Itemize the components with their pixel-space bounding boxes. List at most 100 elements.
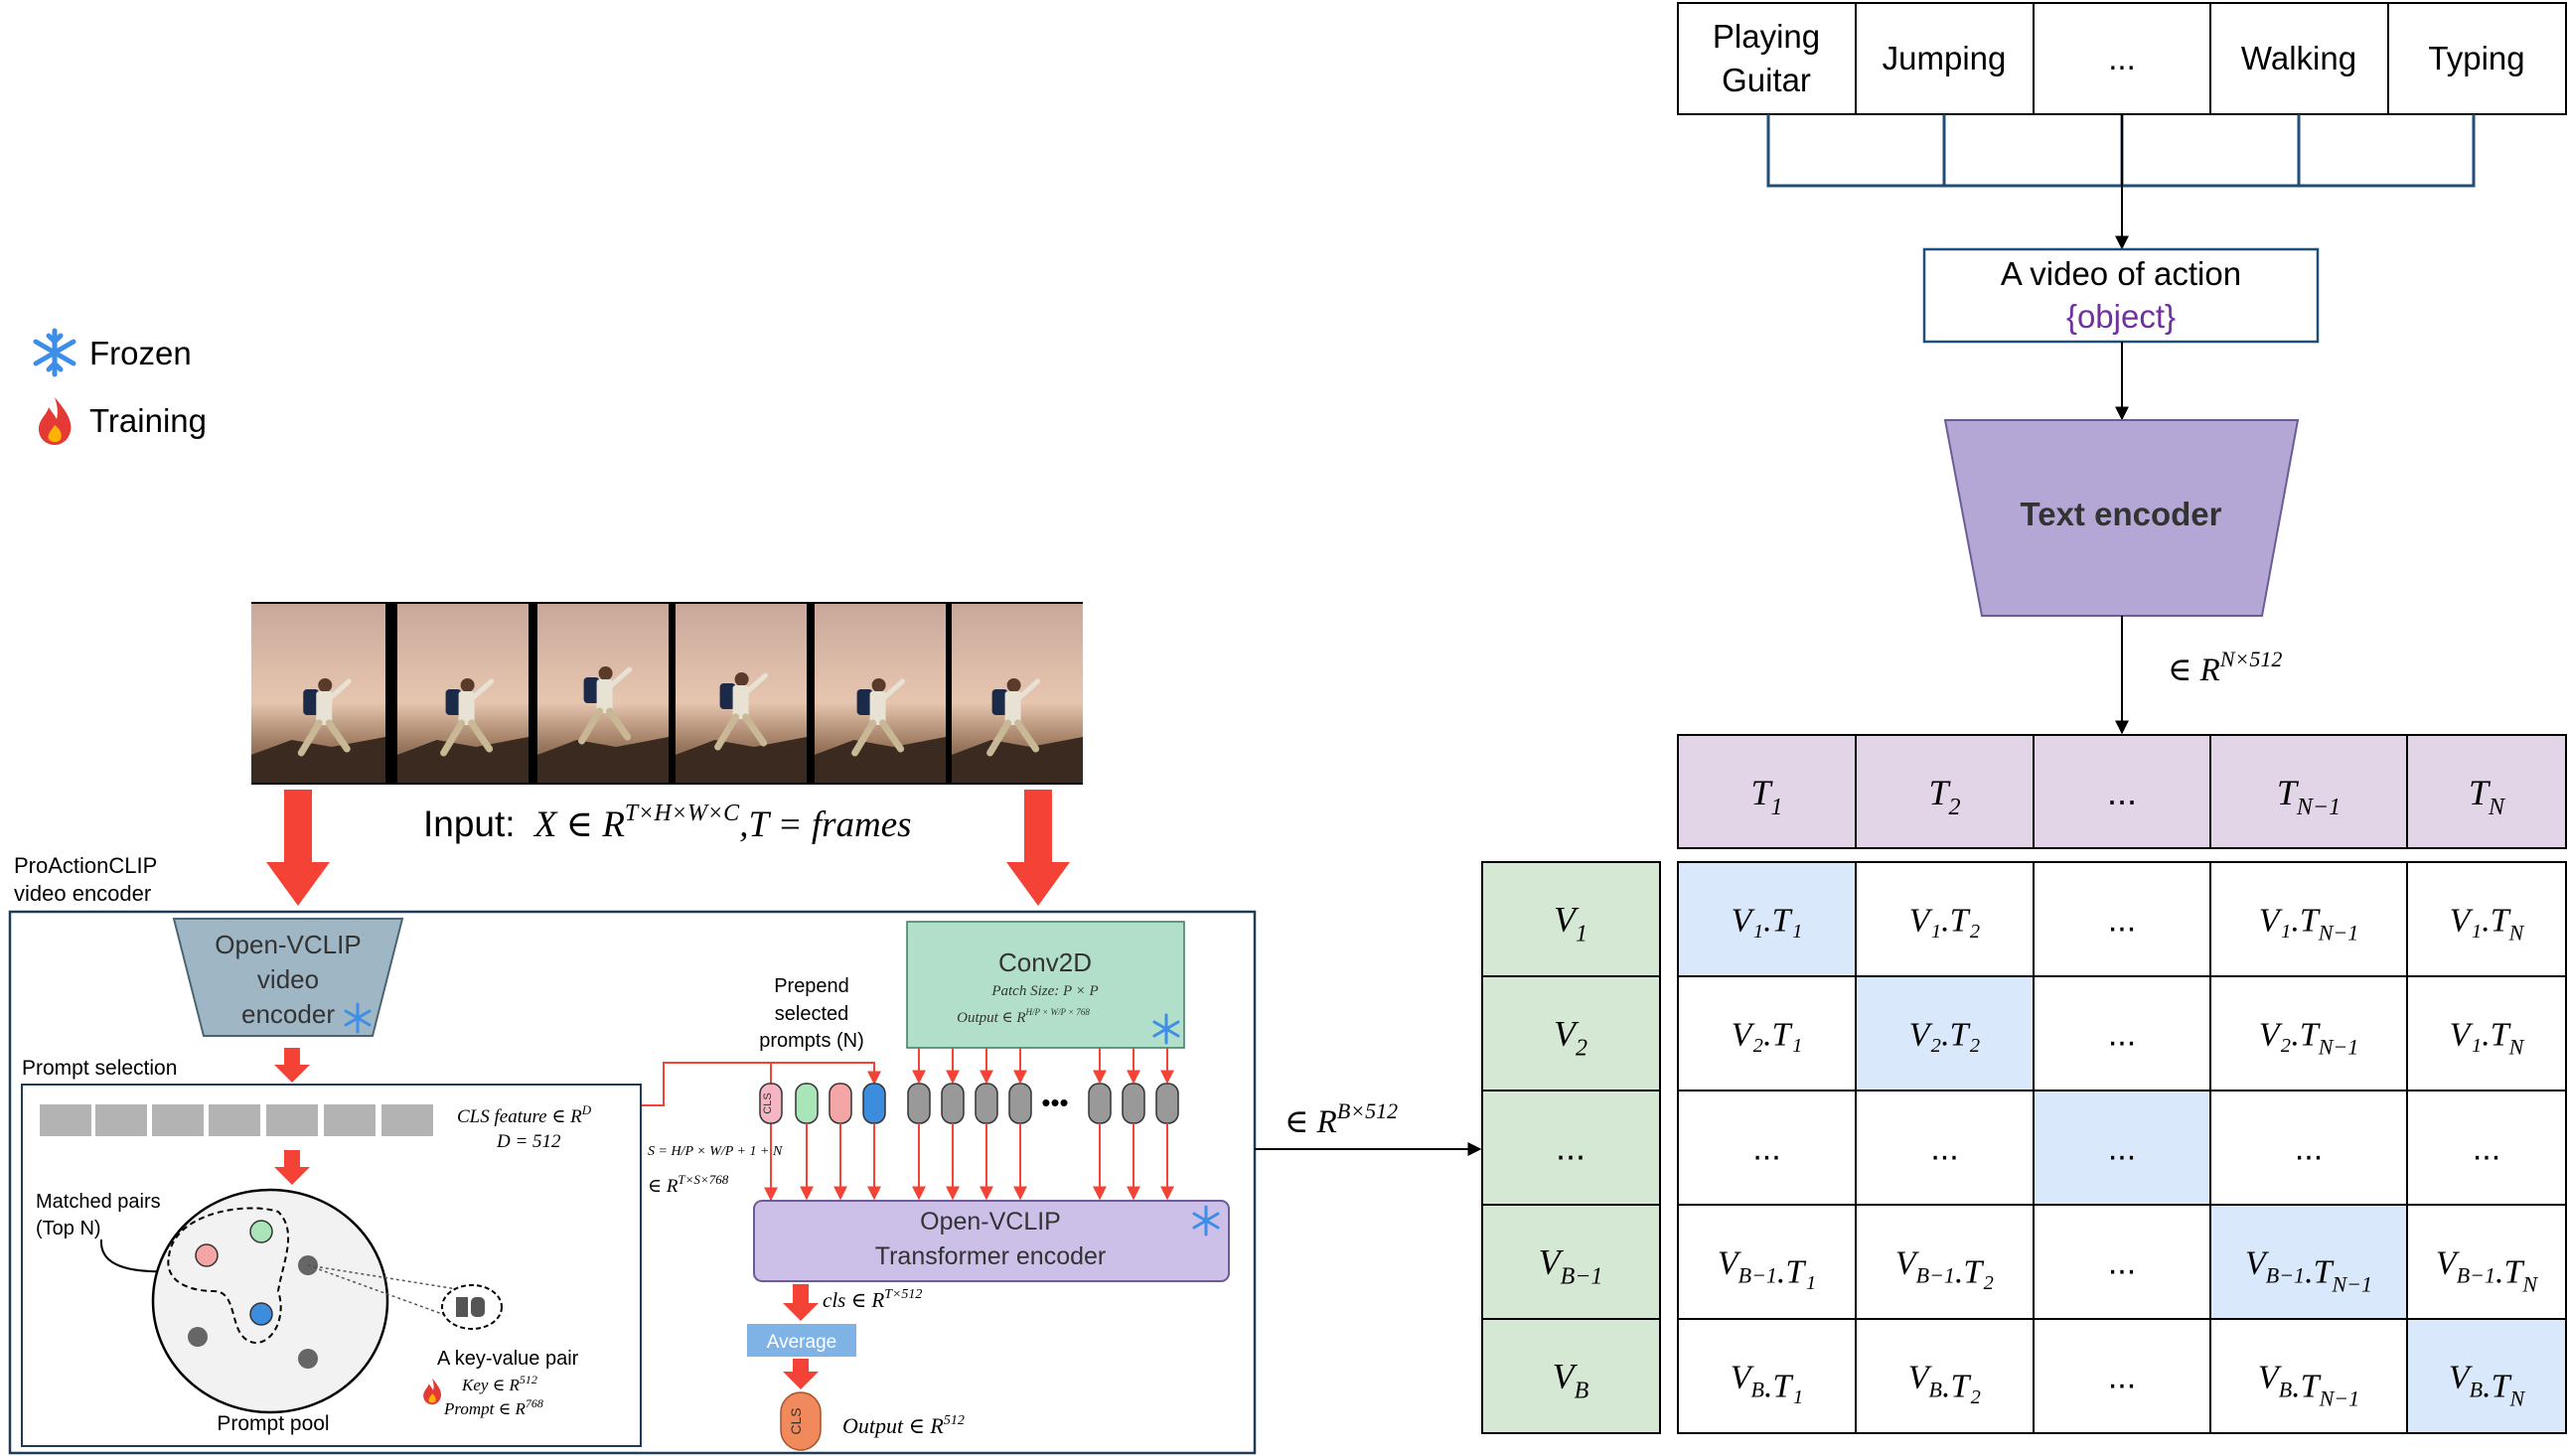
similarity-cell-label: VB−1.T₁: [1718, 1245, 1816, 1291]
similarity-cell-label: V₁.TN: [2450, 903, 2525, 946]
cls-feature-line2: D = 512: [496, 1131, 561, 1152]
similarity-cell-label: V₂.TN−1: [2259, 1017, 2359, 1060]
token-sequence: CLS: [759, 1048, 1179, 1201]
similarity-cell: [2209, 1090, 2408, 1206]
video-frame: [676, 604, 807, 783]
legend-frozen-label: Frozen: [89, 335, 192, 371]
similarity-cell-label: ...: [2108, 1016, 2136, 1054]
cls-token-text: CLS: [762, 1092, 774, 1113]
video-dim-label: ∈ RB×512: [1284, 1098, 1398, 1140]
similarity-cell-label: ...: [2108, 1359, 2136, 1396]
cls-feature-bar: [152, 1104, 204, 1136]
similarity-cell-label: VB.T₂: [1908, 1360, 1981, 1405]
prepend-line1: Prepend: [774, 975, 849, 997]
selected-prompt-token: [829, 1083, 852, 1124]
cls-feature-bars: [40, 1104, 433, 1136]
patch-token: [907, 1083, 931, 1124]
video-feature-label: V2: [1554, 1014, 1587, 1062]
average-block: Average: [747, 1324, 856, 1357]
patch-token: [941, 1083, 965, 1124]
conv2d-title: Conv2D: [998, 947, 1092, 977]
small-arrow-2: [274, 1150, 310, 1185]
vclip-encoder-line3: encoder: [241, 999, 335, 1029]
similarity-cell-label: V₂.T₂: [1909, 1017, 1981, 1054]
similarity-cell-label: VB−1.TN−1: [2245, 1245, 2372, 1297]
video-feature-label: ...: [1556, 1127, 1586, 1168]
similarity-cell-label: ...: [2108, 1130, 2136, 1168]
video-frame: [251, 604, 385, 783]
selected-prompt-token: [795, 1083, 819, 1124]
cls-to-token-connector-2: [663, 1062, 770, 1105]
encoder-title-line2: video encoder: [14, 881, 151, 906]
action-playing-guitar-line2: Guitar: [1722, 62, 1811, 98]
similarity-cell: [2033, 1318, 2211, 1434]
prompt-key: [298, 1349, 318, 1369]
similarity-cell-label: ...: [1930, 1130, 1958, 1168]
similarity-cell: [1677, 1318, 1857, 1434]
similarity-cell: [1855, 1318, 2035, 1434]
snowflake-icon: [344, 1002, 372, 1034]
video-feature-label: V1: [1554, 900, 1587, 947]
similarity-cell-label: V₂.T₁: [1732, 1017, 1803, 1054]
legend: Frozen Training: [33, 328, 207, 445]
prompt-template-line1: A video of action: [2001, 255, 2241, 292]
similarity-cell: [2209, 861, 2408, 977]
key-value-pair-icon: [441, 1284, 503, 1330]
action-playing-guitar-line1: Playing: [1713, 18, 1820, 55]
similarity-cell-label: V₁.TN−1: [2259, 903, 2359, 946]
legend-training-label: Training: [89, 402, 207, 439]
transformer-line2: Transformer encoder: [875, 1242, 1107, 1270]
transformer-line1: Open-VCLIP: [920, 1208, 1061, 1236]
proactionclip-video-encoder-box: [8, 910, 1257, 1455]
similarity-cell-diagonal: [1677, 861, 1857, 977]
token-ellipsis: •••: [1041, 1088, 1068, 1117]
text-encoder-block: Text encoder: [1943, 419, 2300, 617]
prompt-key: [188, 1327, 208, 1347]
cls-feature-bar: [40, 1104, 91, 1136]
similarity-cell-label: V₁.TN: [2450, 1017, 2525, 1060]
similarity-cell: [1677, 1090, 1857, 1206]
output-cls-token: CLS: [780, 1391, 822, 1451]
similarity-cell-label: ...: [1752, 1130, 1780, 1168]
text-encoder-label: Text encoder: [2021, 496, 2222, 532]
patch-token: [1008, 1083, 1032, 1124]
matched-pairs-line2: (Top N): [36, 1218, 101, 1239]
big-arrow-left: [266, 790, 330, 906]
frame-strip: [251, 604, 1083, 783]
encoder-title-line1: ProActionCLIP: [14, 853, 157, 878]
small-arrow-1: [274, 1048, 310, 1083]
video-feature-label: VB−1: [1539, 1242, 1603, 1290]
input-label: Input: X ∈ RT×H×W×C,T = frames: [423, 801, 912, 845]
conv2d-patch-size: Patch Size: P × P: [990, 983, 1098, 999]
prompt-pool-label: Prompt pool: [217, 1412, 329, 1435]
video-feature-label: VB: [1553, 1357, 1589, 1404]
prepend-line3: prompts (N): [759, 1030, 864, 1052]
open-vclip-transformer-encoder: Open-VCLIP Transformer encoder: [753, 1200, 1230, 1282]
text-feature-label: TN: [2469, 773, 2506, 820]
similarity-cell: [2033, 975, 2211, 1092]
similarity-cell: [1855, 1204, 2035, 1320]
cls-feature-bar: [209, 1104, 260, 1136]
kv-prompt-dim: Prompt ∈ R768: [443, 1396, 543, 1418]
similarity-cell-label: ...: [2473, 1130, 2500, 1168]
prompt-key-pink: [195, 1243, 219, 1267]
seq-dim: ∈ RT×S×768: [648, 1172, 729, 1197]
similarity-cell: [2033, 861, 2211, 977]
average-label: Average: [767, 1332, 836, 1353]
cls-feature-line1: CLS feature ∈ RD: [457, 1102, 592, 1127]
prepend-line2: selected: [775, 1003, 849, 1025]
cls-dim-label: cls ∈ RT×512: [823, 1287, 922, 1312]
similarity-cell: [1855, 861, 2035, 977]
small-arrow-4: [783, 1359, 819, 1389]
similarity-cell: [2406, 975, 2567, 1092]
similarity-cell: [2033, 1204, 2211, 1320]
prompt-key-blue: [249, 1302, 273, 1326]
patch-token: [1088, 1083, 1112, 1124]
kv-pointer: [307, 1264, 458, 1290]
cls-feature-bar: [266, 1104, 318, 1136]
selected-prompt-token: [862, 1083, 886, 1124]
prompt-selection-label: Prompt selection: [22, 1057, 177, 1080]
